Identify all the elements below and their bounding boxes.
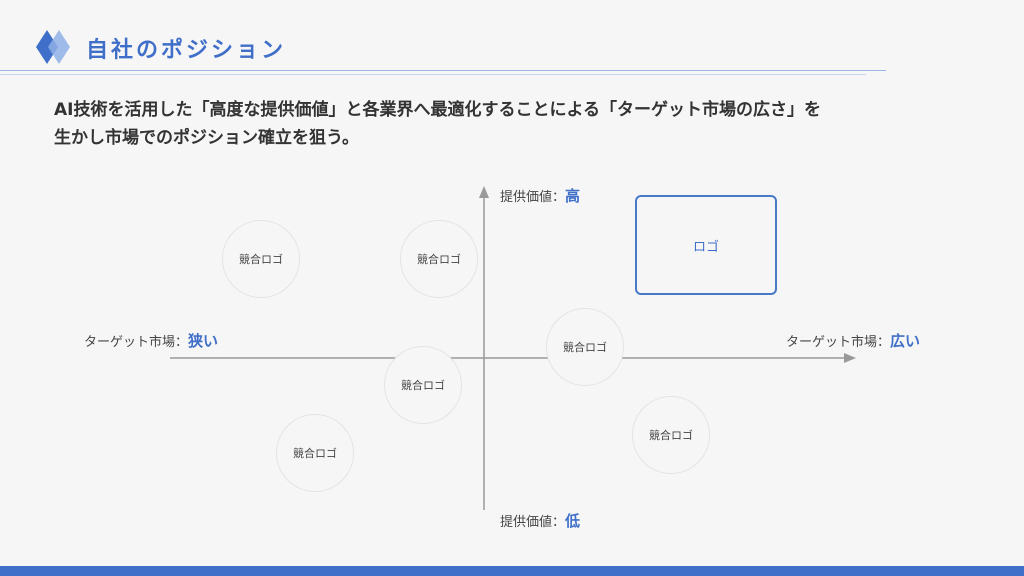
y-axis-bottom-label: 提供価値：低 xyxy=(500,510,580,531)
footer-accent-bar xyxy=(0,566,1024,576)
competitor-logo: 競合ロゴ xyxy=(276,414,354,492)
x-right-prefix: ターゲット市場： xyxy=(786,335,891,350)
diamond-logo-icon xyxy=(36,30,70,64)
x-axis-right-label: ターゲット市場：広い xyxy=(786,330,920,351)
competitor-logo: 競合ロゴ xyxy=(222,220,300,298)
competitor-logo: 競合ロゴ xyxy=(400,220,478,298)
lead-line-1: AI技術を活用した「高度な提供価値」と各業界へ最適化することによる「ターゲット市… xyxy=(54,100,821,120)
y-top-accent: 高 xyxy=(565,187,581,205)
title-underline-secondary xyxy=(0,74,866,75)
x-left-prefix: ターゲット市場： xyxy=(84,335,189,350)
own-company-logo: ロゴ xyxy=(635,195,777,295)
x-axis-arrowhead xyxy=(844,353,856,363)
lead-text: AI技術を活用した「高度な提供価値」と各業界へ最適化することによる「ターゲット市… xyxy=(54,96,954,152)
slide-header: 自社のポジション xyxy=(0,0,1024,80)
lead-line-2: 生かし市場でのポジション確立を狙う。 xyxy=(54,128,359,148)
slide-title: 自社のポジション xyxy=(86,38,287,63)
x-right-accent: 広い xyxy=(890,332,921,350)
y-bottom-accent: 低 xyxy=(565,512,581,530)
x-axis-left-label: ターゲット市場：狭い xyxy=(84,330,218,351)
y-top-prefix: 提供価値： xyxy=(500,190,566,205)
competitor-logo: 競合ロゴ xyxy=(384,346,462,424)
y-axis-arrowhead xyxy=(479,186,489,198)
competitor-logo: 競合ロゴ xyxy=(546,308,624,386)
x-left-accent: 狭い xyxy=(188,332,219,350)
competitor-logo: 競合ロゴ xyxy=(632,396,710,474)
y-bottom-prefix: 提供価値： xyxy=(500,515,566,530)
title-underline xyxy=(0,70,886,71)
y-axis-top-label: 提供価値：高 xyxy=(500,185,580,206)
